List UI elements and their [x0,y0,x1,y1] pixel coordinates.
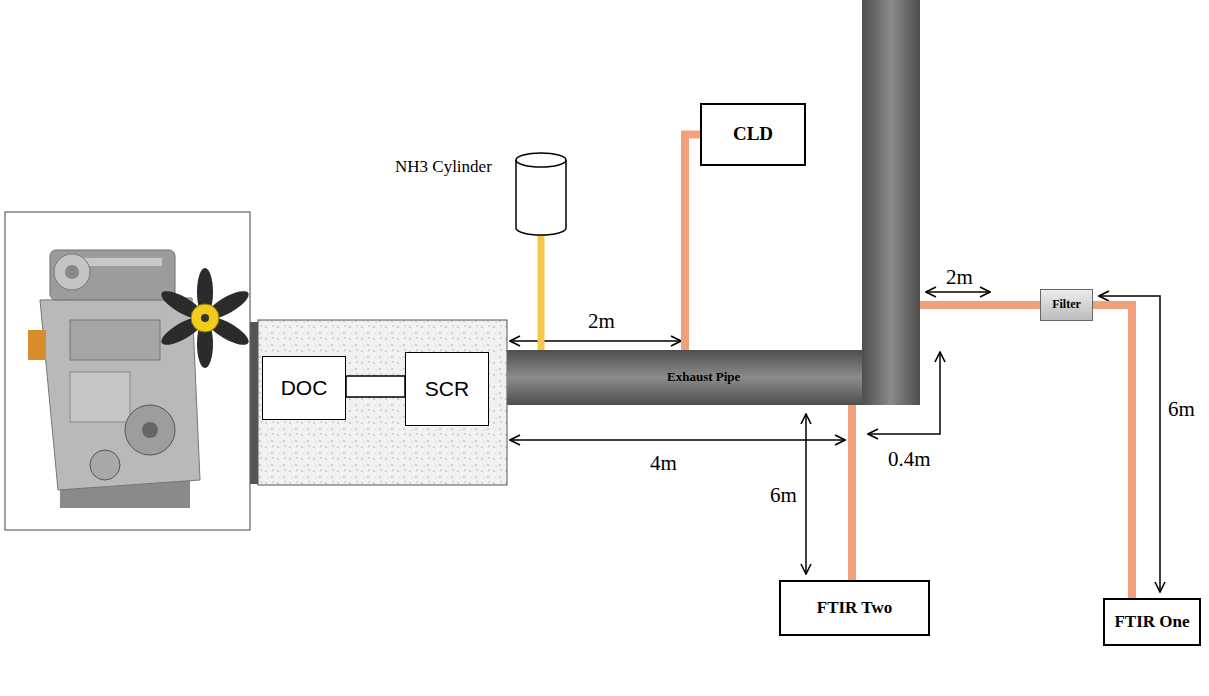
aftertreatment-housing [258,320,507,485]
exhaust-stack [862,0,920,405]
dimension-label: 6m [768,484,799,507]
catalyst-box: SCR [405,352,489,426]
analyzer-box: FTIR Two [779,580,930,636]
dimension-lines [510,292,1160,592]
analyzer-box: FTIR One [1103,598,1201,646]
exhaust-pipe: Exhaust Pipe [507,0,920,405]
connector [848,405,856,580]
exhaust-band [507,350,862,405]
filter-box: Filter [1040,289,1093,321]
node-label: DOC [281,376,328,399]
dimension-line [805,414,807,574]
dimension-line [510,439,845,441]
connector [1093,305,1132,598]
node-label: FTIR One [1114,613,1189,632]
dimension-label: 4m [648,452,679,475]
gas-cylinder: NH3 Cylinder [395,150,570,236]
dimension-line [510,340,681,342]
connector [346,376,405,397]
cylinder-body [516,160,566,235]
node-label: Filter [1052,298,1081,311]
dimension-label: 2m [944,266,975,289]
connector [920,301,1040,309]
dimension-line [926,291,990,293]
pipe-shape [507,0,920,405]
connector [685,135,700,351]
node-label: Exhaust Pipe [667,370,740,384]
dimension-label: 2m [586,310,617,333]
node-label: NH3 Cylinder [395,158,492,177]
node-label: SCR [425,377,469,400]
catalyst-box: DOC [262,356,346,420]
node-label: FTIR Two [817,599,892,618]
engine-coupling [250,322,258,484]
dimension-label: 0.4m [886,448,933,471]
engine-picture [5,212,252,530]
cylinder-top [516,153,566,167]
analyzer-box: CLD [700,103,806,166]
dimension-label: 6m [1166,398,1197,421]
connector [538,234,545,350]
node-label: CLD [733,124,773,145]
